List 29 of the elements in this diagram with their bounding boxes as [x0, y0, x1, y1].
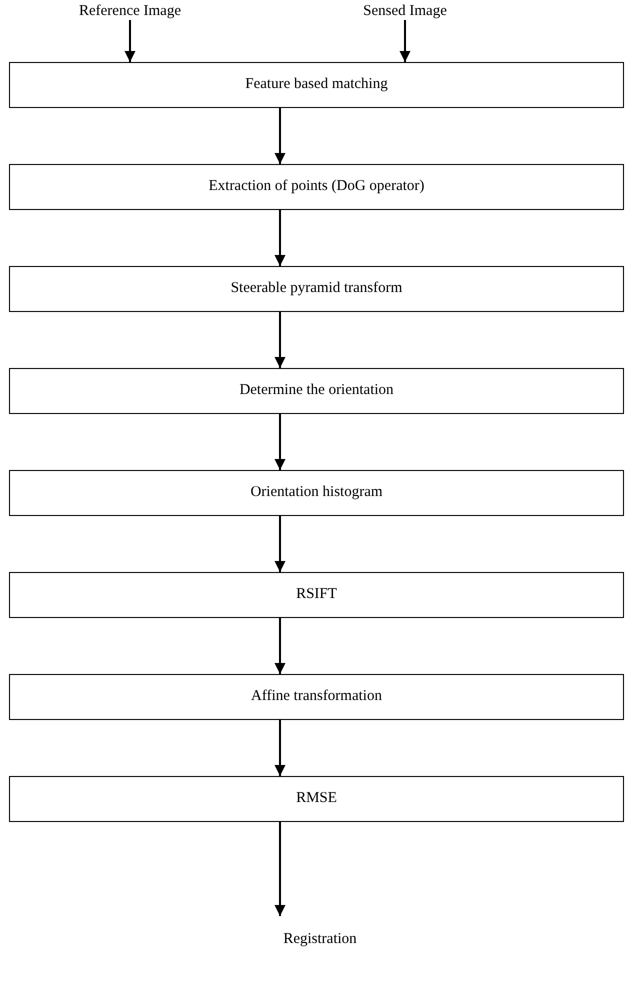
step-label: Affine transformation: [251, 687, 382, 705]
process-box: [9, 674, 624, 720]
step-label: Steerable pyramid transform: [230, 279, 402, 297]
arrow: [274, 516, 286, 572]
arrow: [400, 18, 410, 62]
arrow: [274, 210, 286, 266]
step-label: Feature based matching: [245, 75, 388, 93]
process-box: [9, 62, 624, 108]
process-box: [9, 776, 624, 822]
input-label: Reference Image: [78, 3, 181, 19]
step-label: Determine the orientation: [239, 381, 394, 399]
process-box: [9, 572, 624, 618]
step-label: RSIFT: [296, 585, 337, 603]
arrow: [274, 414, 286, 470]
arrow: [274, 312, 286, 368]
step-label: Orientation histogram: [250, 483, 383, 501]
arrow: [274, 822, 286, 916]
arrow: [274, 108, 286, 164]
input-label: Registration: [283, 931, 357, 947]
arrow: [274, 720, 286, 776]
process-box: [9, 470, 624, 516]
arrow: [124, 18, 136, 62]
process-box: [9, 368, 624, 414]
process-box: [9, 266, 624, 312]
step-label: Extraction of points (DoG operator): [208, 177, 424, 195]
process-box: [9, 164, 624, 210]
input-label: Sensed Image: [363, 3, 447, 19]
step-label: RMSE: [296, 789, 337, 807]
arrow: [274, 618, 286, 674]
